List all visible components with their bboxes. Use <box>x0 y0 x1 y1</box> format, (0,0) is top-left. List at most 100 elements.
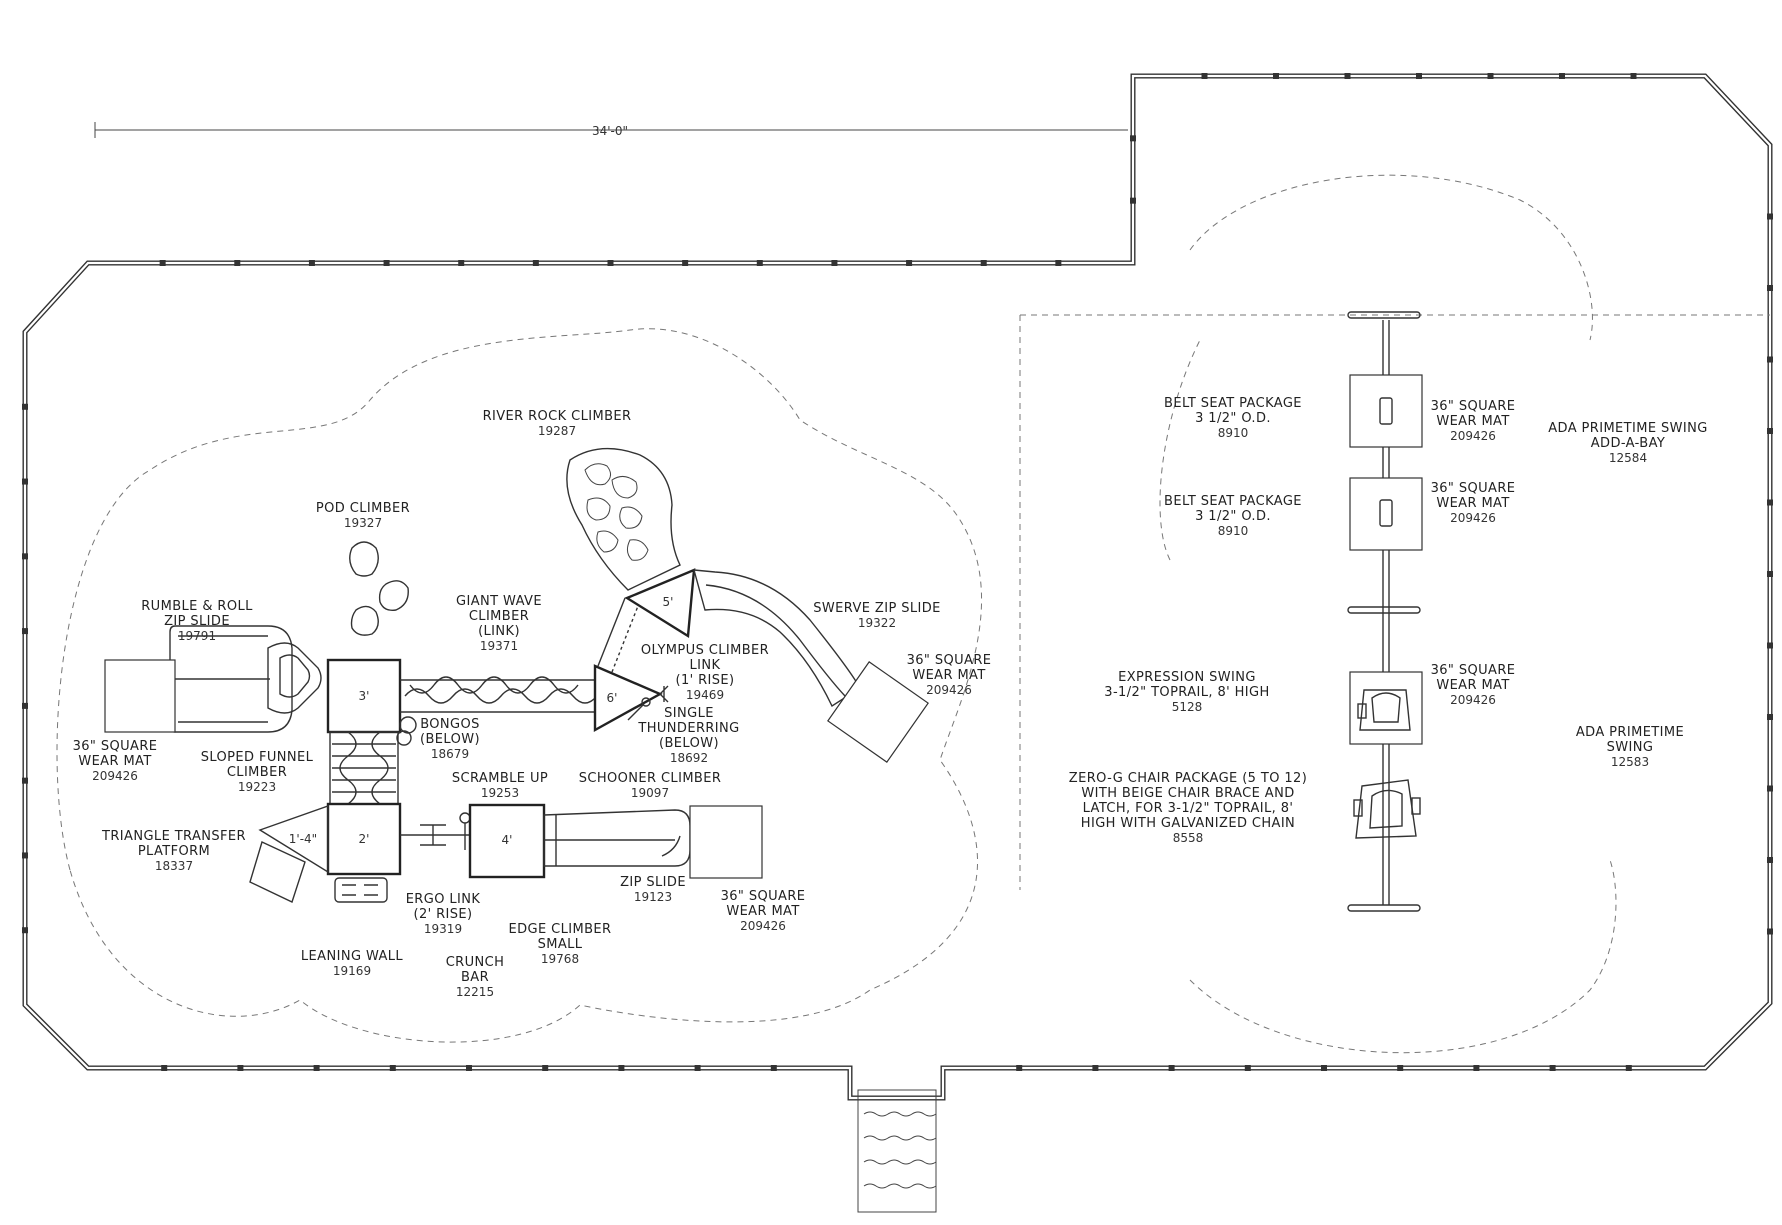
label-line: 18337 <box>155 859 193 873</box>
wear-mat-swing-3 <box>1349 671 1423 745</box>
fence-post <box>22 702 28 709</box>
label-line: RUMBLE & ROLL <box>141 599 253 614</box>
rumble-roll-zip-slide <box>169 625 322 733</box>
label-line: SCRAMBLE UP <box>452 771 548 786</box>
fence-post <box>1559 73 1565 79</box>
expression-swing-seat <box>1357 689 1411 731</box>
fence-post <box>532 260 539 266</box>
deck-5ft: 5' <box>624 568 696 639</box>
fence-post <box>1344 73 1351 79</box>
label-line: 209426 <box>92 769 138 783</box>
fence-post <box>1630 73 1637 79</box>
fence-post <box>234 260 241 266</box>
entry-ramp <box>857 1089 937 1213</box>
label-line: BELT SEAT PACKAGE <box>1164 494 1302 509</box>
fence-post <box>159 260 166 266</box>
deck-2ft-label: 2' <box>359 832 370 846</box>
fence-post <box>458 260 465 266</box>
label-line: 19253 <box>481 786 519 800</box>
label-line: EDGE CLIMBER <box>509 922 612 937</box>
label-line: 19319 <box>424 922 462 936</box>
fence-post <box>1016 1065 1023 1071</box>
label-line: 3-1/2" TOPRAIL, 8' HIGH <box>1104 685 1269 700</box>
fence-post <box>1416 73 1422 79</box>
fence-post <box>22 553 28 560</box>
fence-post <box>831 260 838 266</box>
fence-post <box>1767 642 1773 649</box>
label-line: 5128 <box>1172 700 1203 714</box>
label-line: 36" SQUARE <box>907 653 992 668</box>
deck-1ft4in-label: 1'-4" <box>289 832 317 846</box>
label-line: 19322 <box>858 616 896 630</box>
fence-post <box>756 260 763 266</box>
zero-g-chair <box>1353 779 1421 839</box>
label-line: BAR <box>461 970 489 985</box>
label-line: SMALL <box>538 937 583 952</box>
label-line: 36" SQUARE <box>1431 399 1516 414</box>
belt-seat-2 <box>1379 499 1393 527</box>
single-thunderring <box>627 697 651 721</box>
river-rock-climber <box>566 447 681 591</box>
label-line: 19791 <box>178 629 216 643</box>
perimeter-fence <box>22 73 1773 1101</box>
label-line: ADA PRIMETIME <box>1576 725 1684 740</box>
label-line: 8910 <box>1218 524 1249 538</box>
fence-post <box>770 1065 777 1071</box>
overall-width-dimension: 34'-0" <box>592 124 628 138</box>
fence-post <box>22 777 28 784</box>
label-line: CLIMBER <box>227 765 287 780</box>
label-line: 18679 <box>431 747 469 761</box>
fence-post <box>1273 73 1279 79</box>
label-line: WITH BEIGE CHAIR BRACE AND <box>1081 786 1294 801</box>
label-line: LEANING WALL <box>301 949 404 964</box>
label-line: BONGOS <box>420 717 480 732</box>
use-zone-swings <box>1019 174 1770 1054</box>
fence-post <box>383 260 390 266</box>
label-line: CLIMBER <box>469 609 529 624</box>
label-line: HIGH WITH GALVANIZED CHAIN <box>1081 816 1295 831</box>
label-line: LINK <box>690 658 721 673</box>
label-line: LATCH, FOR 3-1/2" TOPRAIL, 8' <box>1083 801 1294 816</box>
fence-post <box>1244 1065 1251 1071</box>
play-structure: 3' 2' 1'-4" <box>104 447 929 903</box>
fence-post <box>1767 928 1773 935</box>
sloped-funnel-climber <box>329 731 399 805</box>
deck-4ft <box>468 803 546 879</box>
fence-post <box>1767 714 1773 720</box>
fence-post <box>313 1065 320 1071</box>
label-line: (LINK) <box>478 624 520 639</box>
label-line: 209426 <box>1450 429 1496 443</box>
deck-3ft-label: 3' <box>359 689 370 703</box>
fence-post <box>1767 499 1773 506</box>
fence-post <box>161 1065 168 1071</box>
label-line: ERGO LINK <box>406 892 481 907</box>
label-line: PLATFORM <box>138 844 210 859</box>
label-line: CRUNCH <box>446 955 505 970</box>
fence-post <box>1397 1065 1404 1071</box>
fence-post <box>466 1065 472 1071</box>
label-line: 209426 <box>1450 511 1496 525</box>
label-line: ZERO-G CHAIR PACKAGE (5 TO 12) <box>1069 771 1307 786</box>
label-line: 209426 <box>1450 693 1496 707</box>
fence-post <box>22 403 28 410</box>
label-line: SINGLE <box>664 706 714 721</box>
fence-post <box>237 1065 244 1071</box>
label-line: SCHOONER CLIMBER <box>579 771 722 786</box>
wear-mat-swerve <box>827 661 929 763</box>
label-line: 19371 <box>480 639 518 653</box>
label-line: 19469 <box>686 688 724 702</box>
label-line: WEAR MAT <box>1436 414 1509 429</box>
olympus-climber-link <box>597 597 639 673</box>
label-line: WEAR MAT <box>912 668 985 683</box>
fence-post <box>1055 260 1062 266</box>
